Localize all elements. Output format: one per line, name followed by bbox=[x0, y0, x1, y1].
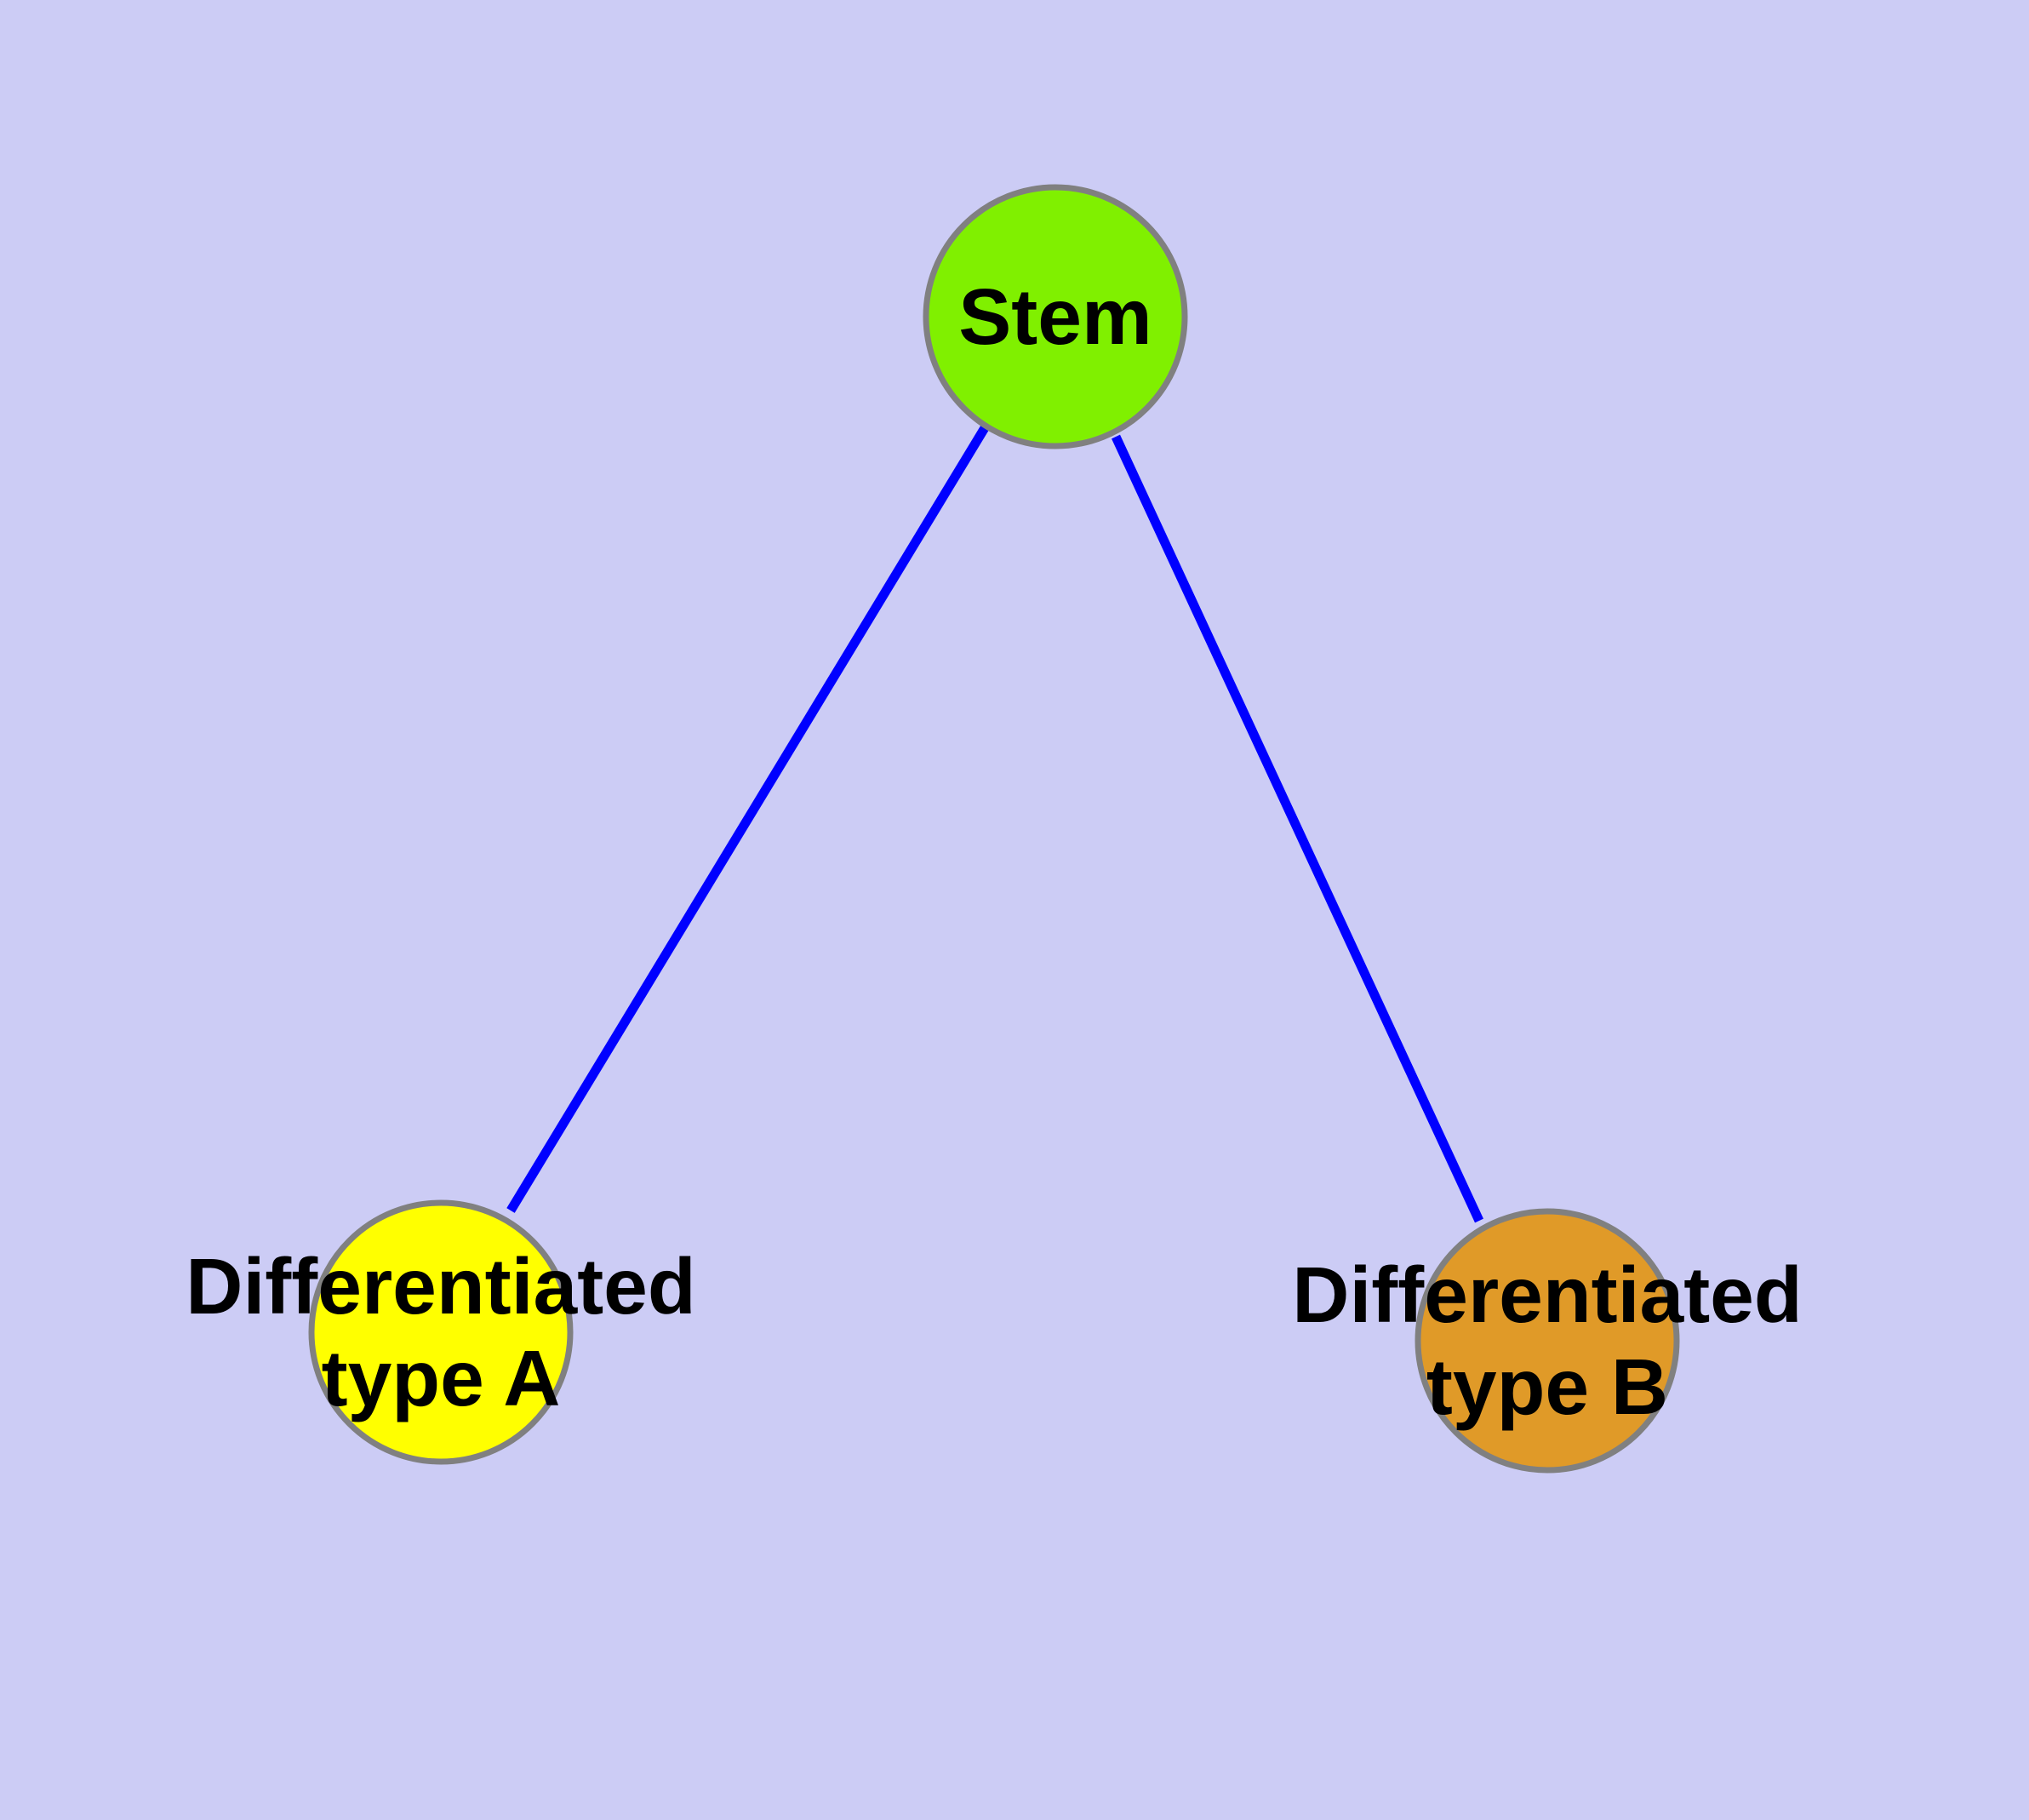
nodes-layer bbox=[308, 184, 1680, 1474]
graph-node-label-stem: Stem bbox=[958, 272, 1152, 361]
graph-node-label-line: Differentiated bbox=[186, 1242, 695, 1331]
graph-node-label-line: type B bbox=[1426, 1342, 1668, 1431]
graph-node-label-line: Differentiated bbox=[1292, 1251, 1802, 1339]
graph-edge-stem-to-diff-b[interactable] bbox=[1112, 434, 1483, 1223]
edges-layer bbox=[506, 424, 1483, 1223]
graph-node-label-line: type A bbox=[322, 1334, 561, 1422]
graph-node-stem[interactable] bbox=[923, 184, 1188, 449]
graph-node-label-line: Stem bbox=[958, 272, 1152, 361]
graph-edge-stem-to-diff-a[interactable] bbox=[506, 424, 990, 1213]
graph-node-diff-a[interactable] bbox=[308, 1199, 574, 1465]
graph-node-diff-b[interactable] bbox=[1415, 1208, 1680, 1474]
